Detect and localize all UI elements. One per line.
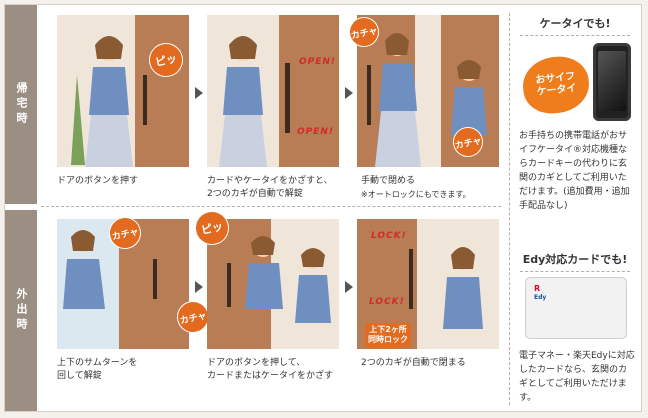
row-divider — [41, 206, 501, 207]
illustration-hold-card — [207, 15, 339, 167]
caption-line: 回して解錠 — [57, 371, 102, 381]
section-tab-return-home: 帰宅時 — [5, 5, 37, 204]
illustration-press-and-hold — [207, 219, 339, 349]
step-arrow-icon — [195, 281, 203, 293]
edy-section-body: 電子マネー・楽天Edyに対応したカードなら、玄関のカギとしてご利用いただけます。 — [519, 351, 635, 403]
step-arrow-icon — [195, 87, 203, 99]
mobile-phone-icon — [593, 43, 631, 121]
caption-unlock-auto: カードやケータイをかざすと、 2つのカギが自動で解錠 — [207, 175, 333, 201]
edy-card-image: R Edy — [525, 277, 627, 339]
osaifu-logo-text: おサイフ ケータイ — [534, 70, 578, 99]
illustration-press-button — [57, 15, 189, 167]
badge-line: 上下2ヶ所 — [369, 325, 407, 334]
column-divider — [509, 13, 510, 405]
edy-section-title: Edy対応カードでも! — [517, 251, 633, 272]
osaifu-keitai-logo: おサイフ ケータイ — [520, 53, 592, 117]
stamp-lock-upper: LOCK! — [371, 231, 407, 241]
section-tab-going-out: 外出時 — [5, 210, 37, 411]
caption-close-manually: 手動で閉める ※オートロックにもできます。 — [361, 175, 471, 201]
phone-section-title: ケータイでも! — [517, 15, 633, 36]
phone-section-body: お手持ちの携帯電話がおサイフケータイ®対応機種ならカードキーの代わりに玄関のカギ… — [519, 131, 630, 211]
step-arrow-icon — [345, 281, 353, 293]
caption-line: カードやケータイをかざすと、 — [207, 176, 333, 186]
badge-line: 同時ロック — [368, 335, 408, 344]
caption-auto-lock: 2つのカギが自動で閉まる — [361, 358, 466, 368]
stamp-lock-lower: LOCK! — [369, 297, 405, 307]
caption-line: ドアのボタンを押して、 — [207, 358, 306, 368]
stamp-open-lower: OPEN! — [297, 127, 335, 137]
illustration-thumb-turn — [57, 219, 189, 349]
step-arrow-icon — [345, 87, 353, 99]
caption-line: 上下のサムターンを — [57, 358, 138, 368]
badge-simultaneous-lock: 上下2ヶ所 同時ロック — [365, 323, 411, 347]
stamp-open-upper: OPEN! — [299, 57, 337, 67]
edy-logo-icon: R Edy — [534, 284, 547, 301]
caption-line: カードまたはケータイをかざす — [207, 371, 334, 381]
caption-line: 手動で閉める — [361, 176, 416, 186]
caption-note-autolock: ※オートロックにもできます。 — [361, 190, 471, 199]
caption-press-door-button: ドアのボタンを押す — [57, 176, 139, 186]
content-frame: 帰宅時 外出時 ピッ ドアのボタンを押す OPEN! OPEN! カードや — [4, 4, 642, 412]
caption-thumb-turn: 上下のサムターンを 回して解錠 — [57, 357, 137, 383]
caption-press-and-hold: ドアのボタンを押して、 カードまたはケータイをかざす — [207, 357, 333, 383]
caption-line: 2つのカギが自動で解錠 — [207, 189, 303, 199]
